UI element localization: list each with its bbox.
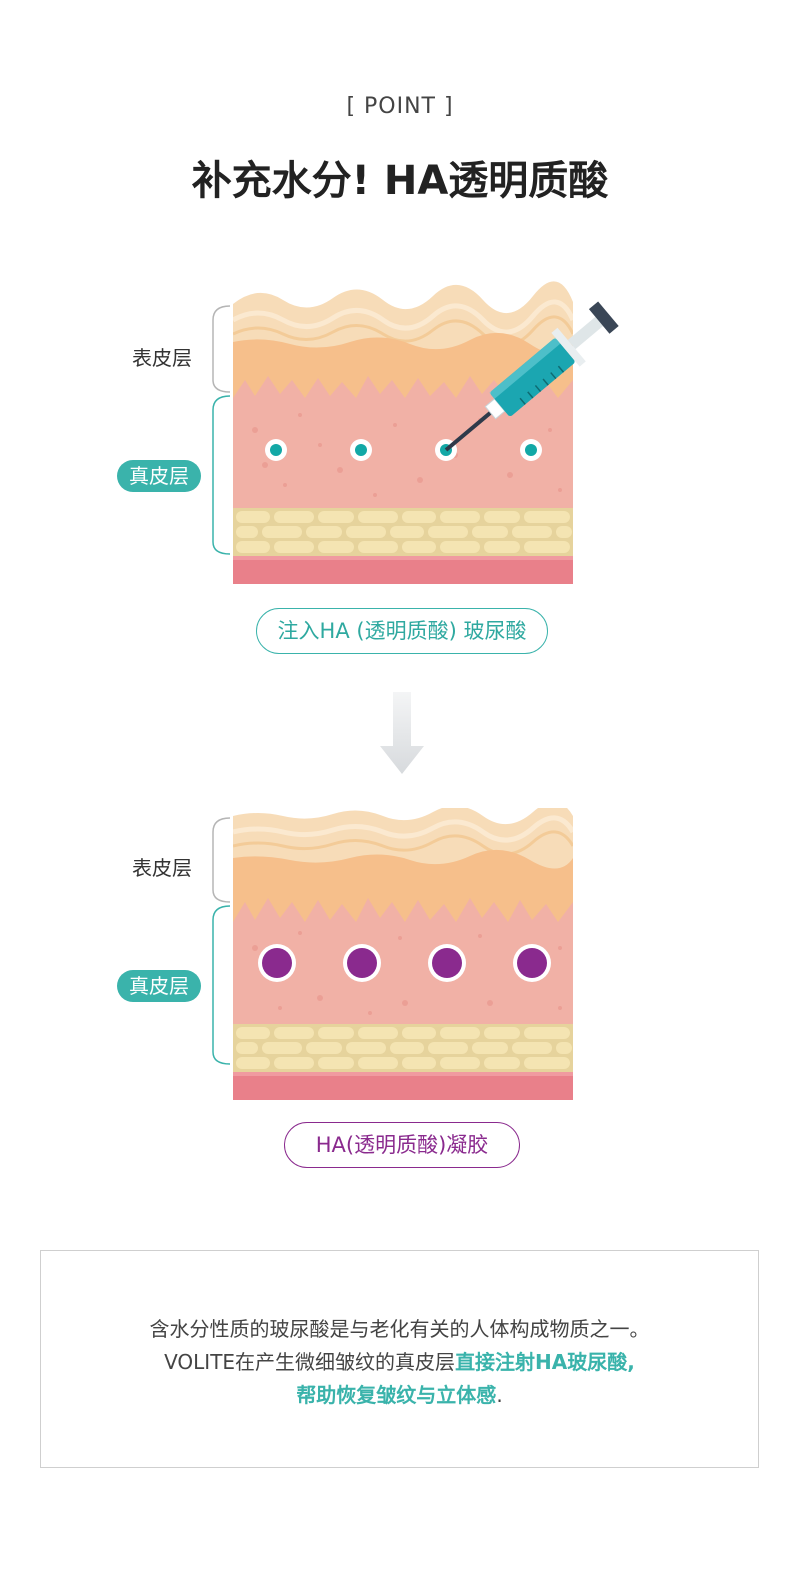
description-line-2: VOLITE在产生微细皱纹的真皮层直接注射HA玻尿酸, [41, 1346, 758, 1375]
injection-caption: 注入HA (透明质酸) 玻尿酸 [256, 608, 548, 654]
epidermis-label: 表皮层 [132, 856, 192, 880]
dermis-label: 真皮层 [117, 460, 201, 492]
dermis-bracket [212, 395, 231, 555]
skin-cross-section-after [212, 808, 573, 1100]
description-line-1: 含水分性质的玻尿酸是与老化有关的人体构成物质之一。 [149, 1317, 650, 1341]
gel-caption: HA(透明质酸)凝胶 [284, 1122, 520, 1168]
description-highlight-2: 帮助恢复皱纹与立体感 [296, 1383, 497, 1407]
description-line-3-end: . [496, 1383, 503, 1407]
syringe-icon [444, 301, 619, 452]
ha-gel-dots [258, 944, 551, 982]
skin-diagram-after: 表皮层 真皮层 HA(透明质酸)凝胶 [0, 808, 800, 1178]
description-line-2-text: VOLITE在产生微细皱纹的真皮层 [164, 1350, 456, 1374]
point-label: [ POINT ] [346, 94, 454, 119]
dermis-bracket [212, 905, 231, 1065]
epidermis-bracket [212, 305, 231, 393]
description-highlight-1: 直接注射HA玻尿酸, [455, 1350, 635, 1374]
page-title: 补充水分! HA透明质酸 [191, 158, 609, 204]
description-box: 含水分性质的玻尿酸是与老化有关的人体构成物质之一。 VOLITE在产生微细皱纹的… [40, 1250, 759, 1468]
dermis-label: 真皮层 [117, 970, 201, 1002]
arrow-down-icon [380, 692, 424, 774]
skin-diagram-before: 表皮层 真皮层 注入HA (透明质酸) 玻尿酸 [0, 280, 800, 660]
epidermis-bracket [212, 817, 231, 903]
epidermis-label: 表皮层 [132, 346, 192, 370]
description-line-3: 帮助恢复皱纹与立体感. [41, 1379, 758, 1408]
skin-cross-section-before [212, 281, 619, 584]
